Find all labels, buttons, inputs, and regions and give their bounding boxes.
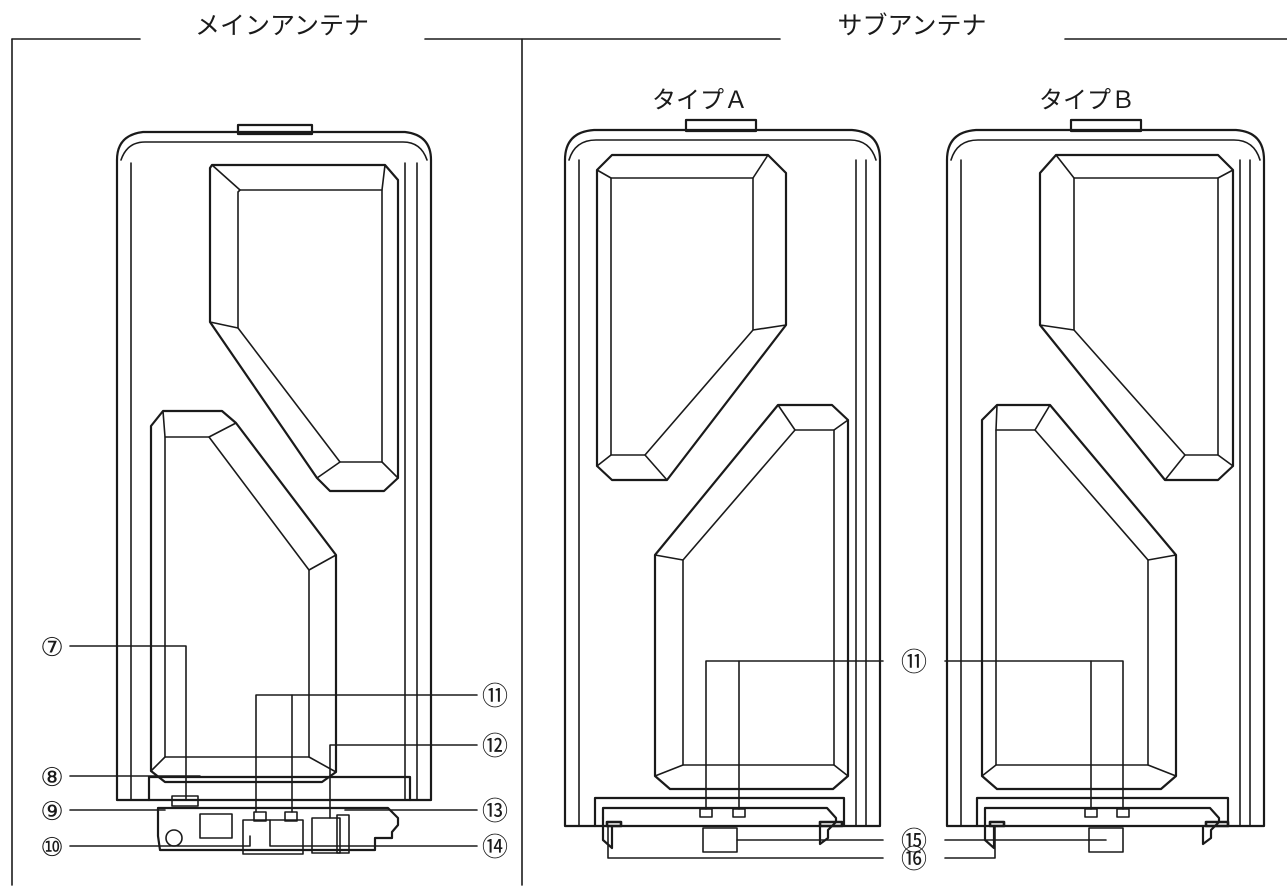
callout-7: ⑦ — [40, 633, 63, 663]
sub-antenna-type-a — [563, 118, 882, 853]
frame — [11, 38, 1287, 886]
sub-antenna-heading: サブアンテナ — [837, 11, 986, 40]
led-11-a1 — [699, 808, 713, 818]
callout-8: ⑧ — [40, 763, 63, 793]
connector-8 — [199, 813, 233, 839]
foot-16-a — [605, 820, 623, 828]
connector-10 — [242, 819, 304, 855]
callout-9: ⑨ — [40, 797, 63, 827]
callout-16: ⑯ — [901, 845, 927, 875]
sub-antenna-type-b — [945, 118, 1266, 853]
connector-15-a — [702, 827, 738, 853]
main-antenna-heading: メインアンテナ — [195, 11, 369, 40]
jack-9 — [165, 829, 183, 847]
port-12 — [311, 817, 341, 854]
type-a-label: タイプＡ — [652, 86, 748, 114]
led-11-b1 — [1084, 808, 1098, 818]
callout-12: ⑫ — [482, 732, 508, 762]
callout-11-main: ⑪ — [482, 682, 508, 712]
leader-lines — [69, 645, 1124, 859]
switch-13 — [336, 814, 350, 854]
callout-15: ⑮ — [901, 827, 927, 857]
led-11-b — [284, 811, 298, 822]
led-11-a — [253, 811, 267, 822]
callout-14: ⑭ — [482, 833, 508, 863]
callout-11-sub: ⑪ — [901, 648, 927, 678]
foot-16-b — [988, 820, 1006, 828]
type-b-label: タイプＢ — [1039, 86, 1135, 114]
main-antenna — [115, 123, 433, 855]
switch-7 — [171, 795, 199, 807]
callout-10: ⑩ — [40, 833, 63, 863]
led-11-a2 — [732, 808, 746, 818]
led-11-b2 — [1116, 808, 1130, 818]
callout-13: ⑬ — [482, 797, 508, 827]
